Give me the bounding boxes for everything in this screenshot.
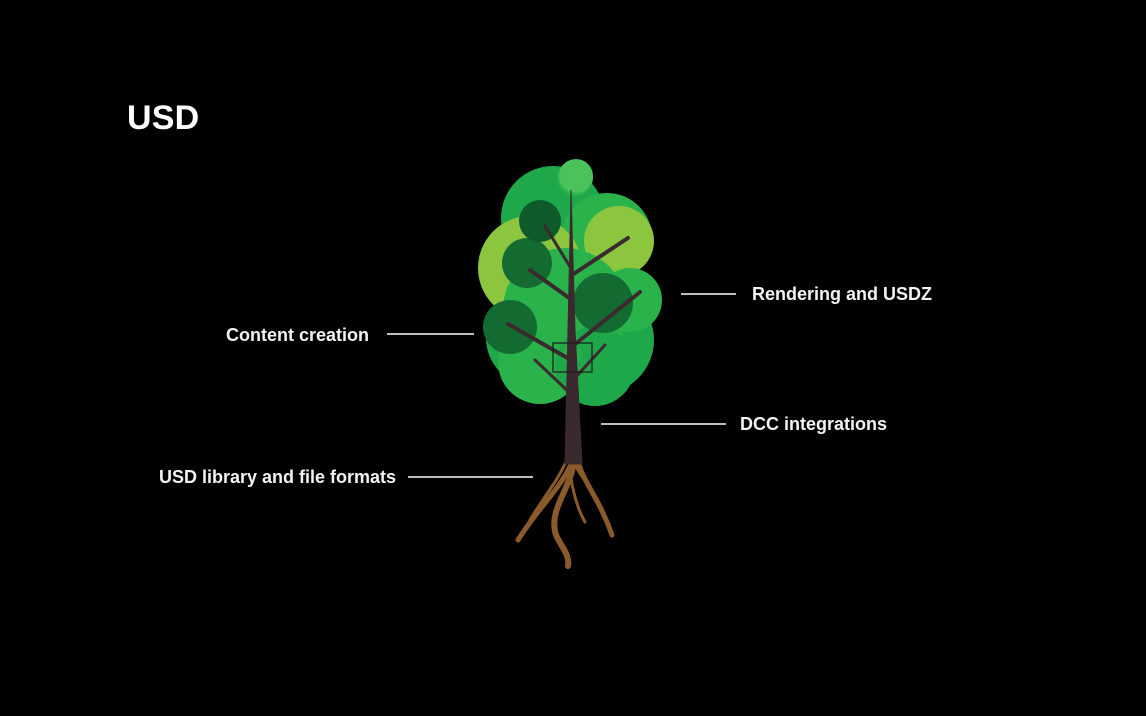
library-leader-line (408, 476, 533, 478)
trunk-highlight-box (552, 342, 593, 373)
dcc-leader-line (601, 423, 726, 425)
trunk-icon (506, 189, 642, 465)
slide-title: USD (127, 99, 200, 137)
content-leader-line (387, 333, 474, 335)
roots-icon (515, 459, 615, 569)
rendering-leader-line (681, 293, 736, 295)
dcc-integrations-label: DCC integrations (740, 414, 888, 434)
content-creation-label: Content creation (226, 325, 370, 345)
rendering-label: Rendering and USDZ (752, 284, 933, 304)
usd-library-label: USD library and file formats (159, 467, 397, 487)
